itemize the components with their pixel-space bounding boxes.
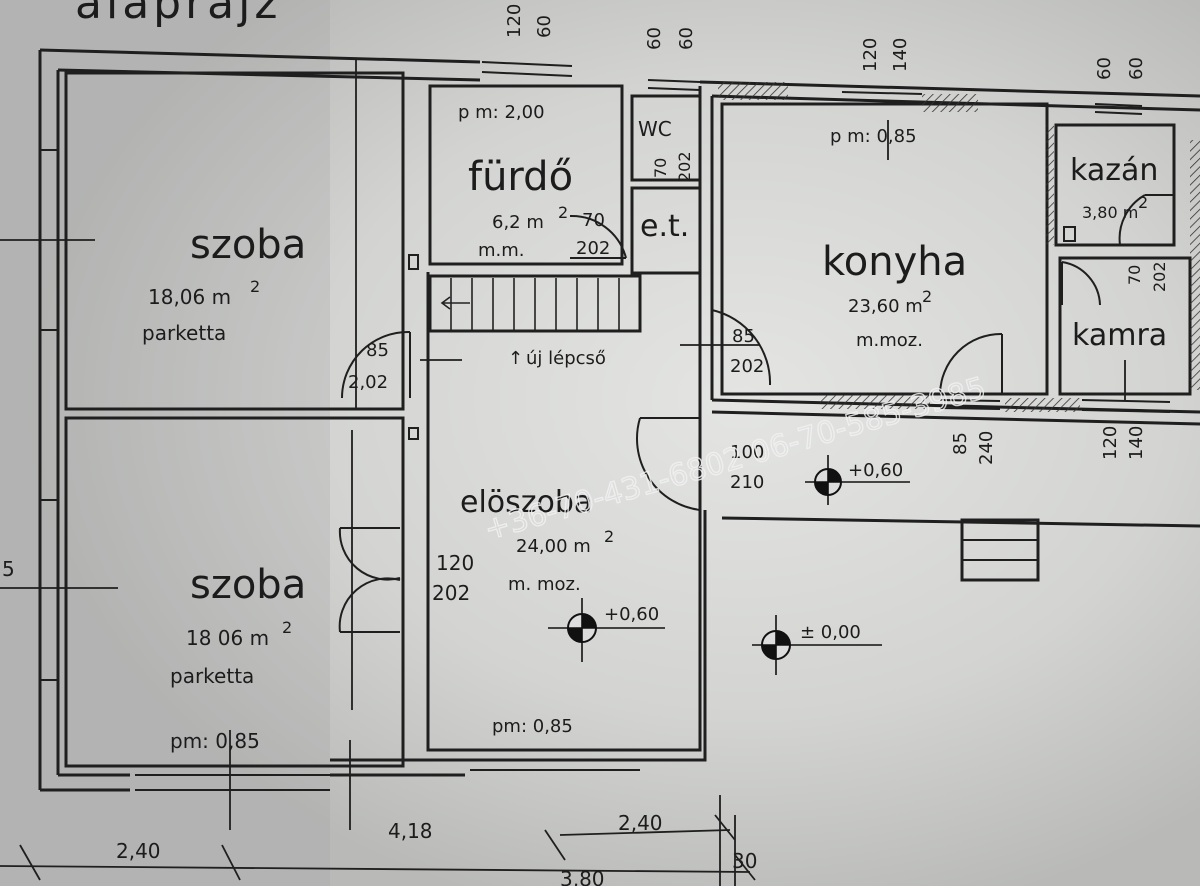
room-name-wc: WC xyxy=(638,117,672,141)
window-w4-a: 60 xyxy=(1094,57,1115,80)
chimney-marks xyxy=(408,226,1076,440)
wall-szoba-top xyxy=(64,71,405,411)
stair-block xyxy=(428,274,642,333)
room-area-eloszoba: 24,00 m xyxy=(516,536,591,557)
area-exponent-6: 2 xyxy=(604,527,614,546)
plan-title-fragment: alaprajz xyxy=(75,0,281,29)
door-d8-height: 202 xyxy=(432,581,470,605)
pm-szoba-bottom: pm: 0,85 xyxy=(170,729,260,753)
window-w2-b: 60 xyxy=(676,27,697,50)
floor-szoba-top: parketta xyxy=(142,321,226,345)
window-w2-a: 60 xyxy=(644,27,665,50)
room-area-furdo: 6,2 m xyxy=(492,212,544,233)
stair-arrow-icon: ↑ xyxy=(508,348,523,369)
level-marker-3 xyxy=(752,615,882,675)
room-area-kazan: 3,80 m xyxy=(1082,203,1138,222)
pm-konyha: p m: 0,85 xyxy=(830,126,917,147)
floor-konyha: m.moz. xyxy=(856,330,923,351)
door-d4-width: 85 xyxy=(950,432,971,455)
room-area-konyha: 23,60 m xyxy=(848,296,923,317)
area-exponent-3: 2 xyxy=(558,203,568,222)
area-exponent-4: 2 xyxy=(922,287,932,306)
pm-furdo: p m: 2,00 xyxy=(458,102,545,123)
door-d3-width: 85 xyxy=(732,326,755,347)
terrace-step-lines xyxy=(962,539,1038,561)
dimension-1: 2,40 xyxy=(116,839,161,863)
door-d7-height: 210 xyxy=(730,472,764,493)
door-d6-width: 120 xyxy=(1100,426,1121,460)
room-area-szoba-top: 18,06 m xyxy=(148,285,231,309)
room-name-kazan: kazán xyxy=(1070,153,1158,188)
windows xyxy=(40,61,1171,791)
shadow-left xyxy=(0,0,330,886)
window-w1-b: 60 xyxy=(534,15,555,38)
dimension-2: 4,18 xyxy=(388,819,433,843)
stair-direction-arrow-icon xyxy=(440,296,470,310)
area-exponent-2: 2 xyxy=(282,618,292,637)
door-d1-height: 2,02 xyxy=(348,372,388,393)
room-name-et: e.t. xyxy=(640,209,689,244)
hatched-walls xyxy=(718,82,1200,412)
wall-konyha xyxy=(720,102,1049,396)
terrace-steps xyxy=(960,518,1040,582)
room-name-szoba-top: szoba xyxy=(190,222,306,268)
level-label-1: +0,60 xyxy=(848,460,903,481)
dimension-4: 3,80 xyxy=(560,867,605,886)
room-name-furdo: fürdő xyxy=(468,154,573,200)
wc-door-width: 70 xyxy=(651,158,670,178)
room-area-szoba-bottom: 18 06 m xyxy=(186,626,269,650)
door-d8-width: 120 xyxy=(436,551,474,575)
door-d3-height: 202 xyxy=(730,356,764,377)
outer-wall-left xyxy=(38,50,60,790)
level-marker-1 xyxy=(805,455,910,505)
door-d4-height: 240 xyxy=(976,431,997,465)
dimension-5: 30 xyxy=(732,849,757,873)
door-d5-height: 202 xyxy=(1150,261,1169,292)
door-d2-width: 70 xyxy=(582,210,605,231)
window-w3-a: 120 xyxy=(860,38,881,72)
area-exponent-5: 2 xyxy=(1138,193,1148,212)
stair-label: új lépcső xyxy=(526,348,606,369)
wall-szoba-bottom xyxy=(64,416,405,768)
area-exponent-1: 2 xyxy=(250,277,260,296)
level-label-3: ± 0,00 xyxy=(800,622,861,643)
room-name-eloszoba: elöszoba xyxy=(460,485,592,520)
window-w1-a: 120 xyxy=(504,4,525,38)
door-d5-width: 70 xyxy=(1125,265,1144,285)
bottom-dimension-lines xyxy=(0,795,756,886)
level-label-2: +0,60 xyxy=(604,604,659,625)
door-swings xyxy=(338,194,1175,633)
door-d1-width: 85 xyxy=(366,340,389,361)
door-d7-width: 100 xyxy=(730,442,764,463)
stair-treads xyxy=(440,278,620,330)
wall-furdo xyxy=(428,84,624,266)
window-w4-b: 60 xyxy=(1126,57,1147,80)
dimension-3: 2,40 xyxy=(618,811,663,835)
window-w3-b: 140 xyxy=(890,38,911,72)
outer-wall-bottom-left xyxy=(40,758,465,792)
level-marker-2 xyxy=(548,598,665,662)
wc-door-height: 202 xyxy=(675,151,694,182)
pm-eloszoba: pm: 0,85 xyxy=(492,716,573,737)
room-name-kamra: kamra xyxy=(1072,318,1167,353)
wall-kazan xyxy=(1054,123,1176,247)
room-name-szoba-bottom: szoba xyxy=(190,562,306,608)
door-d6-height: 140 xyxy=(1126,426,1147,460)
center-lines xyxy=(0,60,1126,830)
floor-furdo: m.m. xyxy=(478,240,525,261)
floor-szoba-bottom: parketta xyxy=(170,664,254,688)
door-d2-height: 202 xyxy=(576,238,610,259)
room-name-konyha: konyha xyxy=(822,239,967,285)
dimension-6: 5 xyxy=(2,557,15,581)
floor-eloszoba: m. moz. xyxy=(508,574,581,595)
